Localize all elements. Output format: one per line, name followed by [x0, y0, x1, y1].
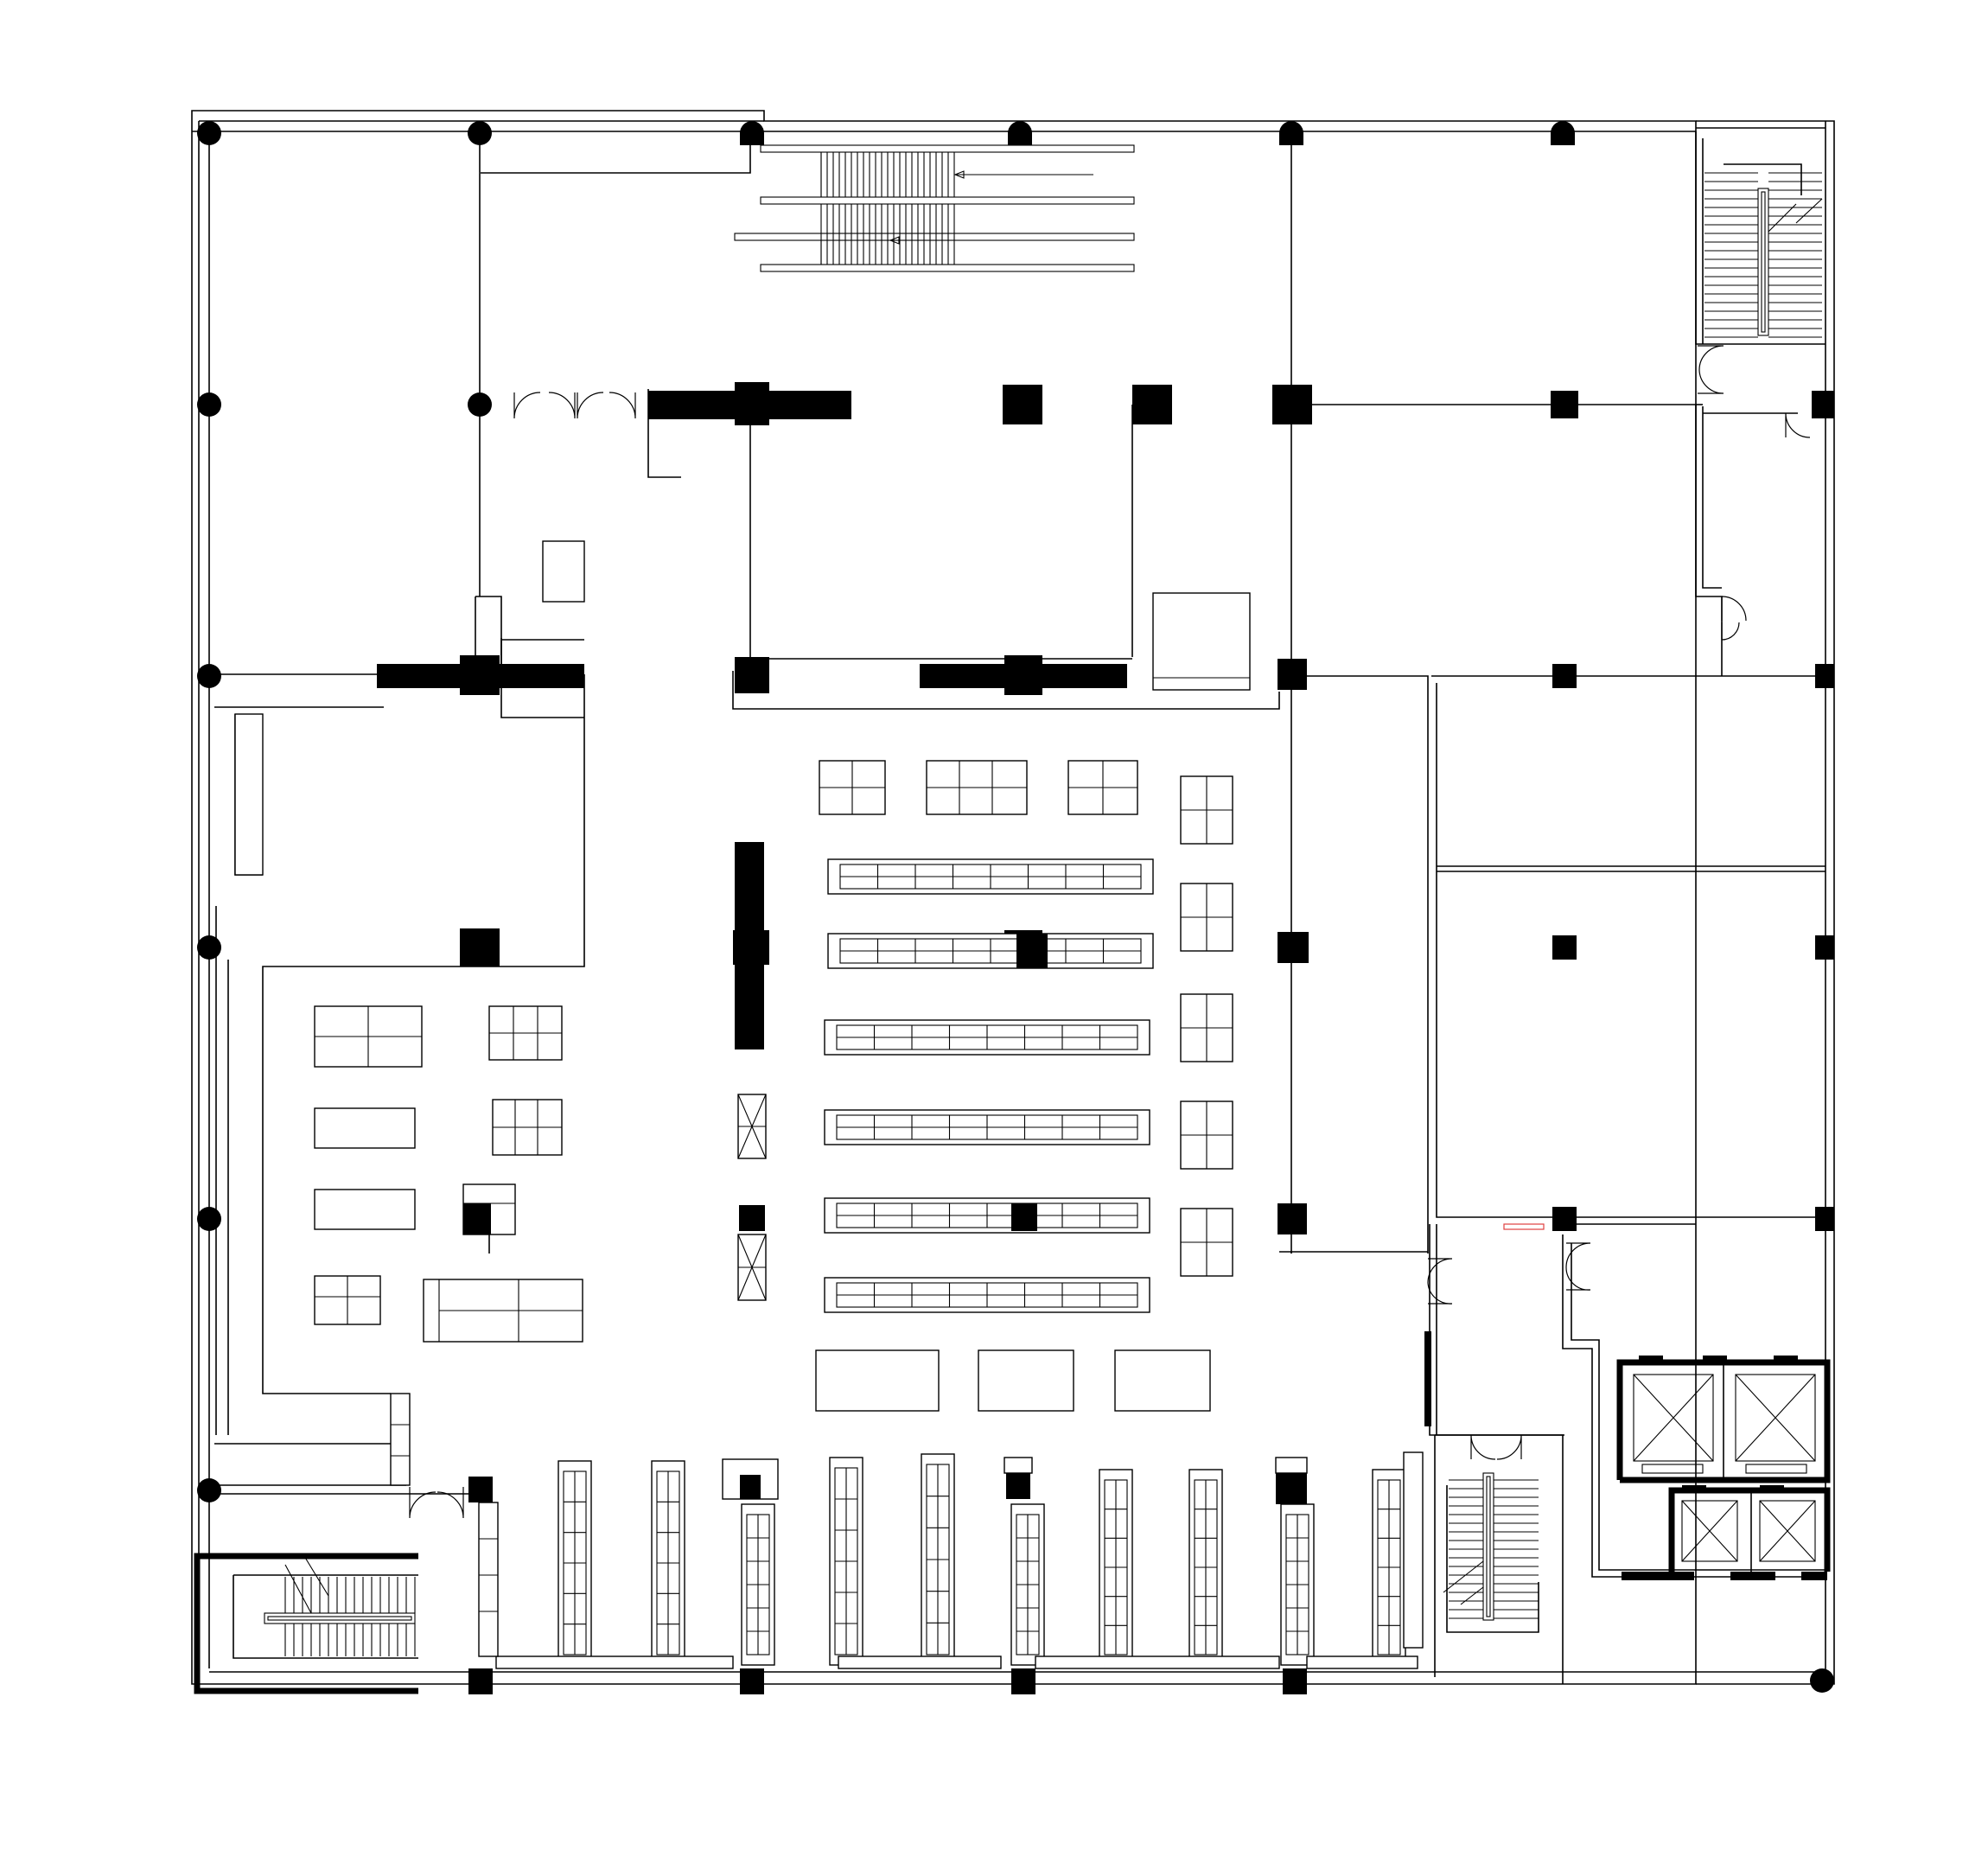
- horizontal-shelves: [824, 858, 1154, 1313]
- stair-right-top: [1696, 127, 1826, 336]
- shelf-unit: [824, 1109, 1150, 1145]
- perimeter-shelving: [478, 1451, 1424, 1669]
- shelf-unit: [651, 1460, 685, 1666]
- shelf-unit: [741, 1503, 775, 1666]
- shelf-unit: [1099, 1469, 1133, 1666]
- shelf-post: [1016, 934, 1048, 968]
- shelf-unit: [1188, 1469, 1223, 1666]
- stair-center-right: [1435, 1434, 1564, 1633]
- shelf-post: [1011, 1203, 1037, 1231]
- escalator-steps: [820, 152, 955, 265]
- fixtures-left-zone: [234, 540, 1251, 1486]
- vertical-shelves: [558, 1453, 1406, 1666]
- doors: [409, 345, 1811, 1519]
- shelf-unit: [827, 858, 1154, 895]
- shelf-unit: [1372, 1469, 1406, 1666]
- shelf-unit: [824, 1019, 1150, 1056]
- escalators: [734, 144, 1135, 272]
- shelf-unit: [1280, 1503, 1315, 1666]
- outer-walls: [191, 110, 1835, 1685]
- shelf-unit: [558, 1460, 592, 1666]
- stair-center-right-steps: [1449, 1479, 1539, 1619]
- shelf-unit: [827, 933, 1154, 969]
- round-columns: [197, 121, 1834, 1693]
- stair-right-top-steps: [1704, 172, 1822, 338]
- shelf-unit: [824, 1277, 1150, 1313]
- elevator-shafts: [1616, 1356, 1831, 1580]
- stair-left-bottom: [194, 1553, 418, 1694]
- shelf-unit: [1010, 1503, 1045, 1666]
- shelf-unit: [829, 1457, 863, 1666]
- shelf-unit: [921, 1453, 955, 1666]
- gondola-group: [737, 760, 1233, 1412]
- stair-left-bottom-steps: [284, 1577, 416, 1656]
- partition-walls: [209, 131, 1826, 1684]
- shelf-unit: [824, 1197, 1150, 1234]
- inner-posts: [722, 1457, 1308, 1504]
